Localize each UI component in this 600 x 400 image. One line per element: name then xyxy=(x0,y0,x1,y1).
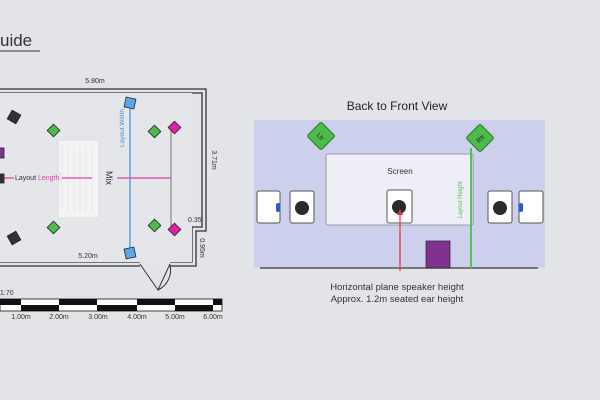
dim-notch-height: 0.95m xyxy=(198,238,205,258)
mix-label: Mix xyxy=(104,171,114,185)
arrow-up-icon xyxy=(397,209,403,215)
speaker-center-driver xyxy=(392,200,406,214)
speaker-rtr: Rtr xyxy=(466,124,494,152)
speaker-ltr: Ltr xyxy=(307,122,335,150)
screen-label: Screen xyxy=(387,167,412,176)
mixing-desk xyxy=(57,139,100,219)
scale-bar xyxy=(0,298,223,312)
layout-height-label: Layout Height xyxy=(458,181,464,218)
dim-right: 3.71m xyxy=(210,150,217,170)
dim-notch: 0.35 xyxy=(188,217,202,224)
speaker-magenta-top xyxy=(167,120,182,135)
speaker-green-rl xyxy=(46,220,61,235)
speaker-black-bottom xyxy=(6,230,22,246)
scale-tick: 5.00m xyxy=(165,314,185,321)
scale-tick: 1.00m xyxy=(11,314,31,321)
speaker-side-right-driver xyxy=(519,203,523,212)
scale-label: 1:70 xyxy=(0,290,14,297)
speaker-purple xyxy=(0,147,5,159)
speaker-green-fr xyxy=(147,124,162,139)
subwoofer xyxy=(425,240,451,269)
dim-bottom: 5.20m xyxy=(78,253,98,260)
speaker-bottom-blue xyxy=(123,246,137,260)
layout-width-label: Layout Width xyxy=(119,109,126,147)
speaker-green-fl xyxy=(46,123,61,138)
page-title: uide xyxy=(0,31,32,50)
caption-line1: Horizontal plane speaker height xyxy=(330,282,464,293)
speaker-black-top xyxy=(6,109,22,125)
speaker-side-left-driver xyxy=(276,203,280,212)
ltr-label: Ltr xyxy=(315,132,326,143)
scale-tick: 4.00m xyxy=(127,314,147,321)
length-label-word: Length xyxy=(38,175,60,182)
floor-speakers xyxy=(0,96,182,260)
speaker-magenta-bottom xyxy=(167,222,182,237)
front-view-title: Back to Front View xyxy=(347,99,448,113)
speaker-green-rr xyxy=(147,218,162,233)
scale-tick: 3.00m xyxy=(88,314,108,321)
layout-length-label: Layout Length xyxy=(15,175,60,182)
speaker-top-blue xyxy=(123,96,137,110)
front-speakers xyxy=(256,189,544,269)
scale-ticks: 1.00m 2.00m 3.00m 4.00m 5.00m 6.00m xyxy=(11,314,223,321)
scale-tick: 2.00m xyxy=(49,314,69,321)
caption-line2: Approx. 1.2m seated ear height xyxy=(331,294,464,305)
rtr-label: Rtr xyxy=(476,133,488,145)
mixing-desk-channels xyxy=(61,146,93,212)
speaker-center-black xyxy=(0,173,5,184)
layout-label-word: Layout xyxy=(15,175,36,182)
label-bg xyxy=(14,173,62,182)
speaker-right-driver xyxy=(493,201,507,215)
scale-tick: 6.00m xyxy=(203,314,223,321)
dim-top: 5.80m xyxy=(85,78,105,85)
speaker-left-driver xyxy=(295,201,309,215)
